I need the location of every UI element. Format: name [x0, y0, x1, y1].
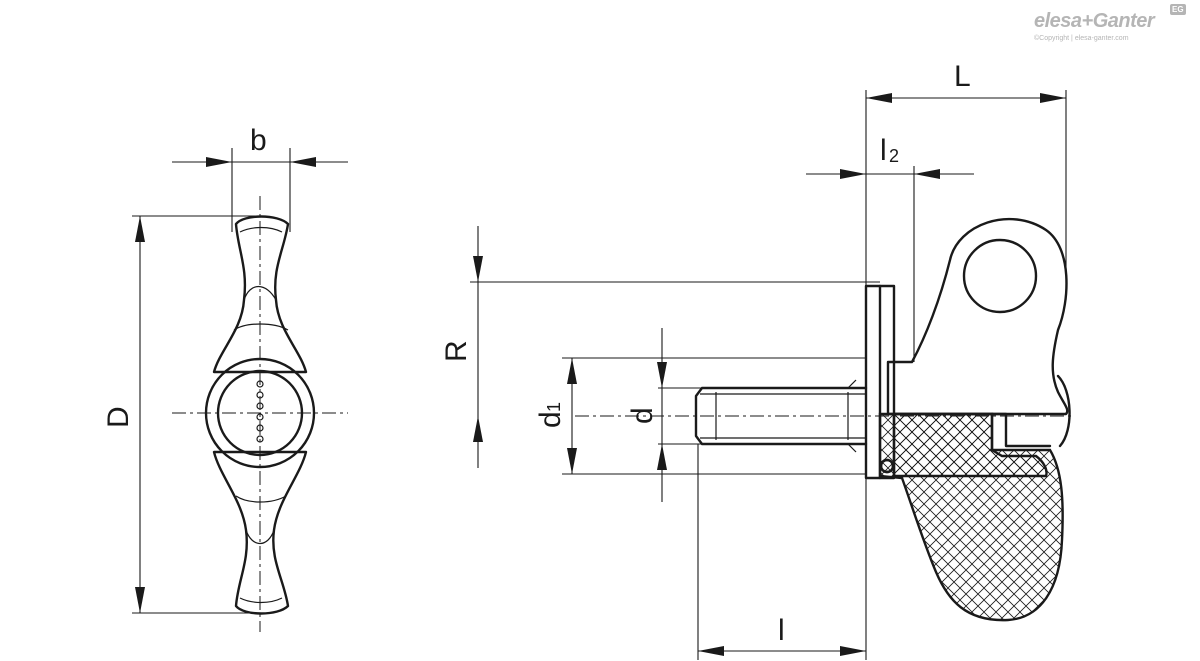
label-d1: d	[534, 411, 567, 428]
label-d1-subscript: 1	[544, 402, 564, 412]
brand-badge: EG	[1170, 4, 1186, 15]
lower-wing-outline	[212, 450, 308, 615]
dimension-d: d	[626, 328, 702, 502]
side-view: L l 2 R d 1	[440, 60, 1072, 660]
brand-logo: elesa+Ganter EG ©Copyright | elesa-gante…	[1034, 4, 1186, 50]
dimension-b: b	[172, 124, 348, 232]
dimension-D: D	[102, 215, 262, 614]
flange-plate	[864, 284, 896, 480]
brand-copyright: ©Copyright | elesa-ganter.com	[1034, 35, 1129, 42]
label-l: l	[778, 614, 785, 647]
upper-wing-mid-contour	[233, 323, 289, 331]
label-l2-subscript: 2	[889, 146, 899, 166]
lower-wing-tip-contour	[239, 597, 283, 604]
threaded-stud	[694, 379, 868, 453]
dimension-l2: l 2	[806, 134, 974, 362]
o-ring-front	[879, 458, 895, 474]
label-l2: l	[880, 134, 887, 167]
wing-lower-bulge	[1056, 374, 1071, 448]
hub-dots	[256, 380, 264, 443]
upper-wing-contour	[243, 285, 277, 301]
lower-wing-contour	[245, 529, 275, 545]
dimension-L: L	[865, 60, 1067, 300]
upper-wing-outline	[212, 215, 308, 374]
upper-wing-tip-contour	[239, 226, 283, 233]
hub-inner-circle	[216, 369, 304, 457]
label-d: d	[626, 407, 659, 424]
label-b: b	[250, 124, 267, 157]
wing-hole	[962, 238, 1038, 314]
knurled-body-left	[892, 412, 1048, 478]
front-view: b D	[102, 124, 348, 632]
wing-upper-outline	[886, 217, 1069, 416]
lower-wing-mid-contour	[235, 495, 287, 503]
label-D: D	[102, 406, 135, 428]
dimension-l: l	[697, 444, 867, 660]
label-R: R	[440, 340, 473, 362]
label-L: L	[954, 60, 971, 93]
dimension-d1: d 1	[534, 357, 866, 475]
hub-outer-circle	[204, 357, 316, 469]
insert-step	[990, 412, 1052, 448]
dimension-R: R	[440, 226, 880, 468]
brand-name: elesa+Ganter	[1034, 10, 1155, 32]
